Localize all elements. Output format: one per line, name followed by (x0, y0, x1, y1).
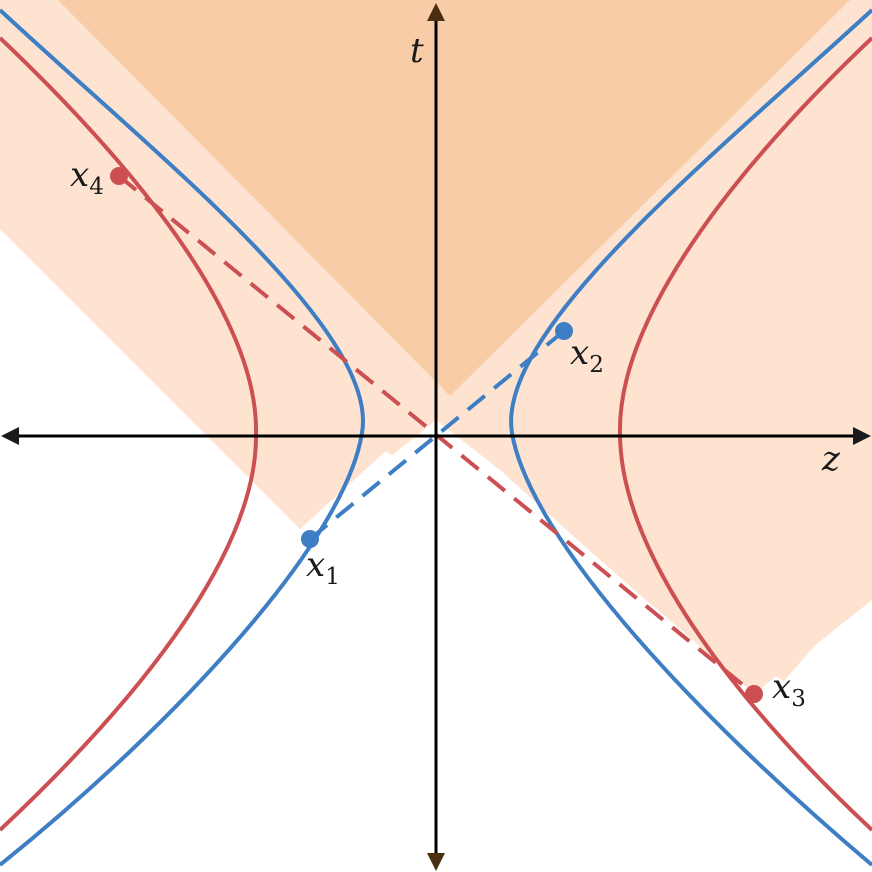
label-x2: x2 (570, 333, 604, 378)
region-white-left-wedge (0, 229, 300, 872)
point-x4 (110, 167, 128, 185)
label-x4: x4 (70, 155, 104, 200)
region-light-right (430, 0, 872, 694)
space-axis-label: z (821, 439, 841, 479)
label-x3: x3 (772, 667, 806, 712)
region-dark-future-cone (58, 0, 850, 396)
x1-x2-chord (308, 329, 566, 541)
point-x2 (555, 322, 573, 340)
region-light-lower (0, 0, 420, 529)
label-x1: x1 (306, 545, 340, 590)
axes-group: t z (1, 3, 871, 871)
point-x1 (301, 530, 319, 548)
points-group: x1 x2 x3 x4 (70, 155, 806, 712)
point-x3 (745, 685, 763, 703)
time-axis-label: t (410, 31, 424, 71)
